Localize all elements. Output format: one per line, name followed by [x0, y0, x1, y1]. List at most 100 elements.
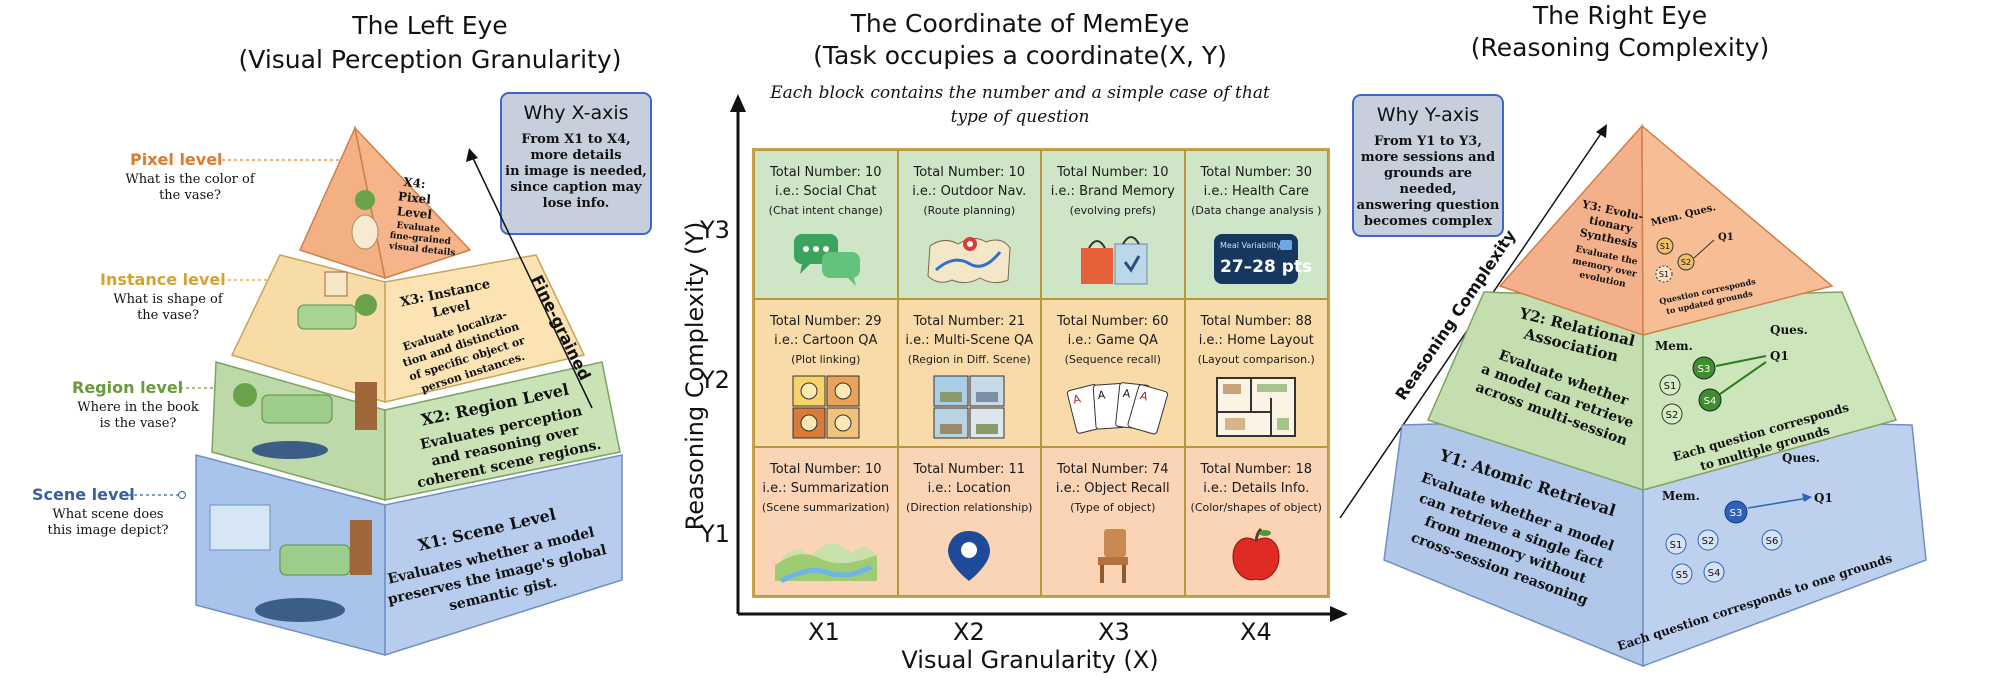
cell-detail: (Region in Diff. Scene)	[907, 352, 1031, 366]
floorplan-icon	[1216, 377, 1297, 438]
scene-illustration	[209, 504, 372, 622]
shopping-bags-icon	[1080, 235, 1148, 285]
y3-node-label: S1	[1659, 270, 1669, 279]
cell-example: i.e.: Outdoor Nav.	[912, 184, 1027, 199]
grid-cell: Total Number: 60 i.e.: Game QA (Sequence…	[1041, 298, 1185, 448]
y3-question: Q1	[1718, 232, 1734, 243]
location-pin-icon	[948, 531, 991, 581]
cell-example: i.e.: Home Layout	[1198, 332, 1314, 348]
q-line: is the vase?	[99, 416, 177, 431]
y-axis-label: Reasoning Complexity (Y)	[681, 221, 709, 531]
y1-link	[1747, 497, 1809, 509]
cell-number: Total Number: 60	[1056, 313, 1169, 329]
cell-example: i.e.: Brand Memory	[1050, 184, 1175, 199]
region-level-label: Region level	[72, 378, 184, 397]
x4-title-1: X4:	[403, 175, 426, 191]
y2-node	[1661, 403, 1683, 425]
grid-cell: Total Number: 74 i.e.: Object Recall (Ty…	[1041, 447, 1185, 596]
center-note-1: Each block contains the number and a sim…	[770, 83, 1270, 103]
y2-question: Q1	[1770, 349, 1789, 363]
y1-node	[1671, 563, 1693, 585]
y1-node-label: S2	[1702, 536, 1715, 547]
cell-detail: (Data change analysis )	[1191, 204, 1322, 217]
right-title: The Right Eye	[1532, 1, 1708, 30]
cell-detail: (Color/shapes of object)	[1190, 501, 1322, 515]
y2-node	[1692, 356, 1716, 380]
y1-node	[1761, 529, 1783, 551]
center-title: The Coordinate of MemEye	[850, 9, 1190, 38]
y3-link	[1693, 239, 1715, 259]
apple-icon	[1232, 527, 1280, 581]
x2-side-right	[384, 361, 621, 501]
y3-node-label: S2	[1681, 258, 1691, 267]
memeye-grid: Total Number: 10 i.e.: Social Chat (Chat…	[752, 148, 1330, 598]
x1-side-right	[384, 454, 623, 657]
y2-node-label: S1	[1664, 381, 1677, 392]
cell-detail: (Route planning)	[923, 204, 1016, 217]
shelf-shape	[355, 382, 377, 430]
x-tick-x2: X2	[953, 618, 985, 646]
vase-shape	[351, 214, 379, 250]
scene-leader-dot	[178, 491, 186, 499]
cell-number: Total Number: 21	[913, 313, 1026, 329]
why-y-axis-box: Why Y-axis From Y1 to Y3, more sessions …	[1352, 94, 1504, 237]
y2-node-label: S2	[1666, 410, 1679, 421]
cell-number: Total Number: 18	[1200, 462, 1313, 478]
why-y-text: From Y1 to Y3, more sessions and grounds…	[1354, 134, 1502, 230]
q-line: the vase?	[137, 308, 199, 323]
why-x-heading: Why X-axis	[523, 102, 629, 124]
y1-node-label: S6	[1766, 536, 1779, 547]
y3-node	[1655, 265, 1673, 283]
cell-detail: (Sequence recall)	[1064, 352, 1161, 366]
why-x-line: lose info.	[542, 196, 610, 211]
cell-example: i.e.: Cartoon QA	[774, 332, 878, 348]
y1-mem-label: Mem.	[1662, 489, 1700, 503]
cell-example: i.e.: Health Care	[1203, 184, 1309, 199]
y3-node	[1656, 237, 1674, 255]
cell-example: i.e.: Summarization	[762, 481, 890, 497]
y-tick-y1: Y1	[700, 520, 730, 548]
y1-node-label: S3	[1730, 508, 1743, 519]
y1-node	[1724, 500, 1748, 524]
cell-detail: (Plot linking)	[791, 352, 861, 366]
why-x-line: in image is needed,	[505, 164, 647, 179]
left-subtitle: (Visual Perception Granularity)	[238, 45, 622, 74]
sofa-shape	[297, 304, 357, 330]
grid-cell: Total Number: 88 i.e.: Home Layout (Layo…	[1184, 298, 1328, 448]
q-line: Where in the book	[77, 400, 199, 415]
why-y-heading: Why Y-axis	[1376, 104, 1480, 126]
y1-ques-label: Ques.	[1782, 451, 1820, 465]
y-tick-y3: Y3	[700, 216, 730, 244]
plant-shape	[355, 294, 377, 316]
x-axis-arrowhead	[1330, 606, 1348, 622]
grid-cell: Total Number: 11 i.e.: Location (Directi…	[897, 447, 1041, 596]
cell-example: i.e.: Multi-Scene QA	[905, 332, 1034, 348]
rug-shape	[255, 598, 345, 622]
grid-cell: Total Number: 10 i.e.: Summarization (Sc…	[754, 447, 898, 596]
grid-cell: Total Number: 29 i.e.: Cartoon QA (Plot …	[754, 298, 898, 448]
y2-node-label: S3	[1698, 364, 1711, 375]
cell-number: Total Number: 74	[1056, 462, 1169, 478]
center-axes	[730, 94, 1348, 622]
comic-panels-icon	[792, 375, 860, 439]
cell-detail: (Layout comparison.)	[1197, 352, 1315, 366]
why-x-line: since caption may	[510, 180, 642, 195]
y3-node	[1677, 253, 1695, 271]
y-axis-arrowhead	[730, 94, 746, 112]
cell-number: Total Number: 10	[913, 165, 1026, 180]
chat-bubbles-icon	[793, 233, 860, 286]
why-y-line: answering question	[1356, 198, 1500, 213]
y1-node-label: S1	[1670, 540, 1683, 551]
reasoning-arrowhead	[1596, 124, 1607, 138]
grid-cell: Total Number: 30 i.e.: Health Care (Data…	[1184, 150, 1328, 299]
y1-node	[1665, 533, 1687, 555]
right-pyramid: Reasoning Complexity Y3: Evolu- tionary …	[1339, 124, 1927, 668]
left-pyramid: X4: Pixel Level Evaluate fine-grained vi…	[128, 125, 623, 657]
y2-mem-label: Mem.	[1655, 339, 1693, 353]
why-x-text: From X1 to X4, more details in image is …	[502, 132, 650, 212]
y1-node	[1697, 529, 1719, 551]
center-note-2: type of question	[950, 107, 1090, 127]
